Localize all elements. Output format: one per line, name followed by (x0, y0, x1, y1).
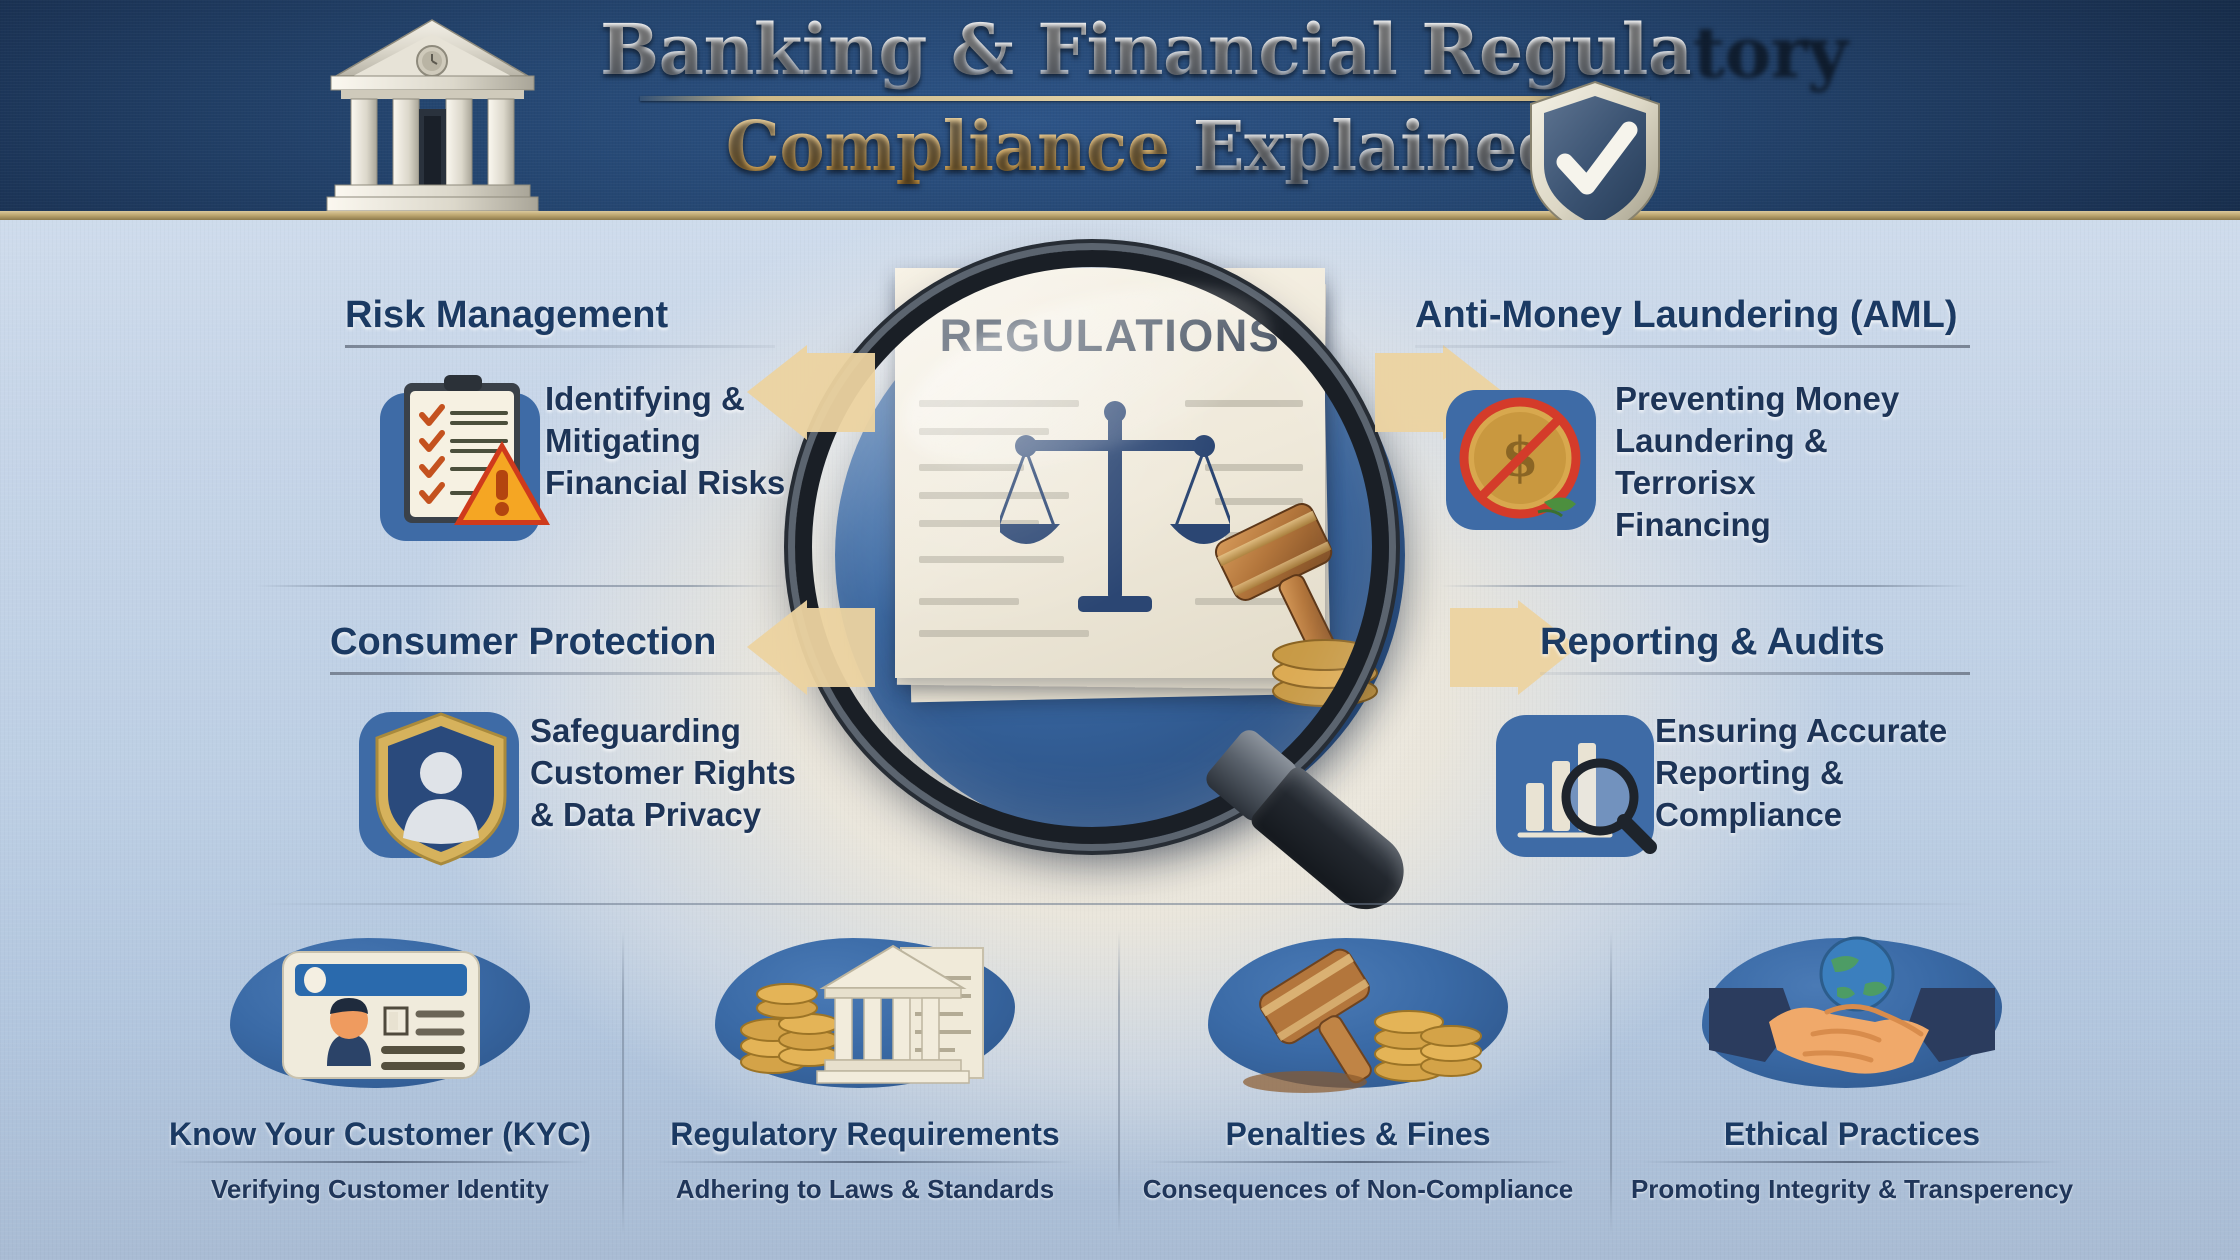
risk-management-title: Risk Management (345, 294, 669, 336)
regulatory-requirements-underline (653, 1161, 1077, 1163)
section-risk-management: Risk Management (345, 293, 775, 348)
title-divider (640, 96, 1650, 101)
bottom-item-regulatory-requirements: Regulatory Requirements Adhering to Laws… (625, 930, 1105, 1205)
divider-bottom-2 (1118, 930, 1120, 1235)
header-banner: Banking & Financial Regulatory Complianc… (0, 0, 2240, 220)
bank-coins-document-icon (625, 930, 1105, 1115)
title-line-2: Compliance Explained (600, 107, 1690, 187)
ethical-practices-title: Ethical Practices (1723, 1116, 1981, 1152)
consumer-protection-title: Consumer Protection (330, 621, 717, 663)
money-bag-blocked-icon: $ (1440, 380, 1605, 540)
divider-bottom-1 (622, 930, 624, 1235)
divider-left-mid (255, 585, 785, 587)
aml-description: Preventing Money Laundering & Terrorisx … (1615, 378, 1975, 546)
arrow-to-risk-management (745, 345, 875, 440)
title-compliance-word: Compliance (725, 107, 1170, 187)
section-anti-money-laundering: Anti-Money Laundering (AML) (1415, 293, 1970, 348)
consumer-protection-description: Safeguarding Customer Rights & Data Priv… (530, 710, 870, 836)
risk-desc-line-1: Identifying & (545, 380, 745, 417)
divider-bottom-3 (1610, 930, 1612, 1235)
arrow-to-consumer-protection (745, 600, 875, 695)
section-reporting-audits: Reporting & Audits (1540, 620, 1970, 675)
aml-title: Anti-Money Laundering (AML) (1415, 294, 1958, 336)
reporting-audits-title: Reporting & Audits (1540, 621, 1885, 663)
bottom-item-penalties-fines: Penalties & Fines Consequences of Non-Co… (1118, 930, 1598, 1205)
regulatory-requirements-title: Regulatory Requirements (670, 1116, 1060, 1152)
ethical-practices-description: Promoting Integrity & Transperency (1630, 1174, 2074, 1204)
arrow-to-reporting-audits (1450, 600, 1580, 695)
title-block: Banking & Financial Regulatory Complianc… (600, 8, 1848, 187)
aml-desc-line-2: Laundering & Terrorisx (1615, 422, 1828, 501)
gavel-coins-icon (1118, 930, 1598, 1115)
title-line-1: Banking & Financial Regulatory (600, 8, 1848, 91)
kyc-title: Know Your Customer (KYC) (169, 1116, 591, 1152)
reporting-audits-underline (1540, 672, 1970, 675)
regulatory-requirements-description: Adhering to Laws & Standards (675, 1174, 1055, 1204)
handshake-globe-icon (1612, 930, 2092, 1115)
central-magnifier-graphic: REGULATIONS (735, 250, 1505, 930)
consumer-protection-underline (330, 672, 780, 675)
penalties-fines-title: Penalties & Fines (1225, 1116, 1491, 1152)
kyc-underline (168, 1161, 592, 1163)
consumer-desc-line-1: Safeguarding (530, 712, 741, 749)
divider-right-mid (1440, 585, 1970, 587)
reporting-audits-description: Ensuring Accurate Reporting & Compliance (1655, 710, 1995, 836)
lens-glare (884, 251, 1292, 501)
kyc-description: Verifying Customer Identity (210, 1174, 550, 1204)
shield-person-icon (355, 700, 530, 870)
risk-desc-line-2: Mitigating (545, 422, 701, 459)
clipboard-warning-icon (370, 375, 555, 550)
consumer-desc-line-3: & Data Privacy (530, 796, 762, 833)
penalties-fines-description: Consequences of Non-Compliance (1142, 1174, 1574, 1204)
aml-desc-line-1: Preventing Money (1615, 380, 1900, 417)
ethical-practices-underline (1640, 1161, 2064, 1163)
risk-management-description: Identifying & Mitigating Financial Risks (545, 378, 855, 504)
section-consumer-protection: Consumer Protection (330, 620, 780, 675)
risk-management-underline (345, 345, 775, 348)
bank-building-icon (325, 14, 540, 214)
risk-desc-line-3: Financial Risks (545, 464, 786, 501)
title-explained-word: Explained (1192, 107, 1565, 187)
id-card-icon (140, 930, 620, 1115)
penalties-fines-underline (1146, 1161, 1570, 1163)
reporting-desc-line-3: Compliance (1655, 796, 1843, 833)
reporting-desc-line-1: Ensuring Accurate (1655, 712, 1948, 749)
header-gold-divider (0, 211, 2240, 220)
aml-underline (1415, 345, 1970, 348)
bottom-item-ethical-practices: Ethical Practices Promoting Integrity & … (1612, 930, 2092, 1205)
consumer-desc-line-2: Customer Rights (530, 754, 796, 791)
shield-check-icon (1525, 78, 1665, 220)
divider-bottom-row (255, 903, 1985, 905)
bottom-item-kyc: Know Your Customer (KYC) Verifying Custo… (140, 930, 620, 1205)
aml-desc-line-3: Financing (1615, 506, 1771, 543)
reporting-desc-line-2: Reporting & (1655, 754, 1844, 791)
chart-magnifier-icon (1490, 705, 1665, 870)
